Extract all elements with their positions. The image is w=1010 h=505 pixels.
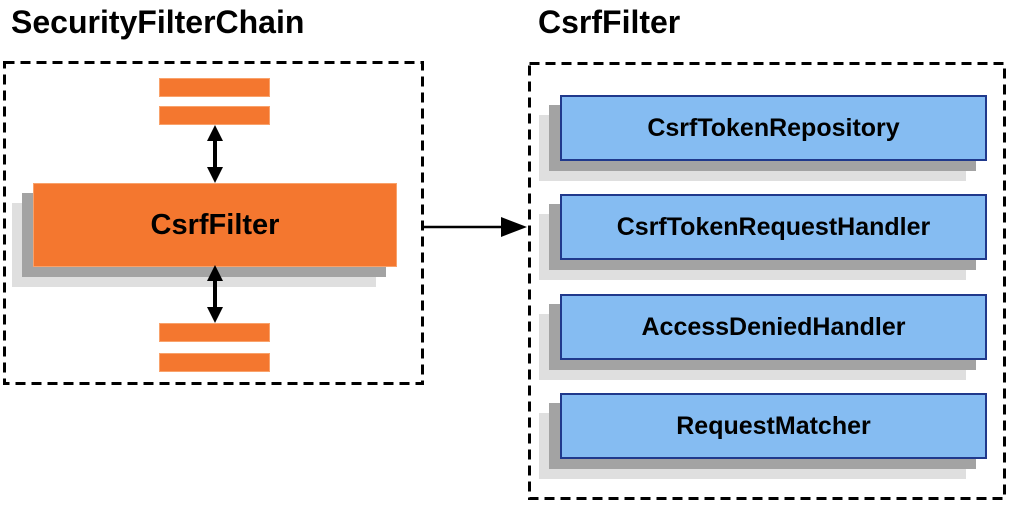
csrf-filter-title: CsrfFilter <box>538 4 681 40</box>
component-label: CsrfTokenRequestHandler <box>616 212 931 241</box>
filter-placeholder-bar <box>159 323 270 342</box>
arrow-right-icon <box>424 217 527 237</box>
component-access-denied-handler: AccessDeniedHandler <box>560 294 987 360</box>
double-arrow-icon <box>207 265 223 323</box>
component-label: AccessDeniedHandler <box>641 312 906 341</box>
filter-placeholder-bar <box>159 353 270 372</box>
double-arrow-icon <box>207 125 223 183</box>
csrf-filter-node: CsrfFilter <box>33 183 397 267</box>
security-filter-chain-title: SecurityFilterChain <box>11 4 305 40</box>
filter-placeholder-bar <box>159 106 270 125</box>
csrf-filter-boundary <box>528 62 1006 500</box>
security-filter-chain-boundary <box>3 61 424 385</box>
component-csrf-token-repository: CsrfTokenRepository <box>560 95 987 161</box>
component-csrf-token-request-handler: CsrfTokenRequestHandler <box>560 194 987 260</box>
component-label: CsrfTokenRepository <box>647 113 900 142</box>
component-request-matcher: RequestMatcher <box>560 393 987 459</box>
filter-placeholder-bar <box>159 78 270 97</box>
component-label: RequestMatcher <box>676 411 871 440</box>
csrf-filter-node-label: CsrfFilter <box>150 208 280 241</box>
